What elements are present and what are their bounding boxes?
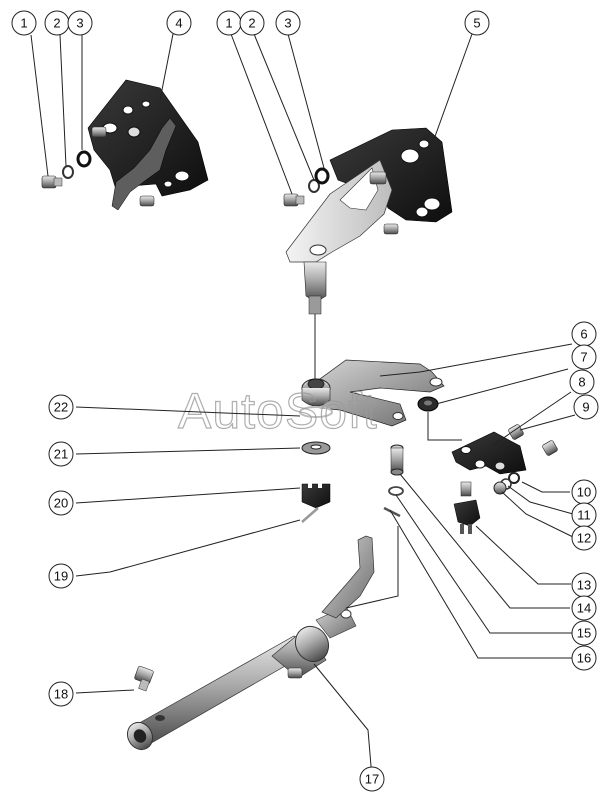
bracket-8 <box>451 431 527 475</box>
callout-circle <box>571 344 597 370</box>
callout-c15: 15 <box>571 620 597 646</box>
callout-number: 15 <box>577 626 591 641</box>
washer-10 <box>508 472 520 484</box>
callout-c13: 13 <box>571 572 597 598</box>
washer-3b <box>314 167 330 185</box>
callout-circle <box>571 645 597 671</box>
callout-circle <box>11 10 37 36</box>
callout-number: 5 <box>473 16 480 31</box>
bracket-4 <box>87 79 209 211</box>
callout-number: 20 <box>54 496 68 511</box>
callout-c1a: 1 <box>11 10 37 36</box>
callout-c2a: 2 <box>44 10 70 36</box>
washer-15 <box>388 486 404 496</box>
callout-c11: 11 <box>571 502 597 528</box>
callout-c2b: 2 <box>239 10 265 36</box>
callout-c4: 4 <box>166 10 192 36</box>
callout-number: 16 <box>577 651 591 666</box>
callout-number: 9 <box>582 400 589 415</box>
bolt-1b <box>283 193 305 207</box>
washer-7 <box>417 396 439 412</box>
callout-number: 14 <box>577 601 591 616</box>
watermark-text: AutoSoft <box>178 383 378 439</box>
callout-number: 21 <box>54 447 68 462</box>
callout-number: 18 <box>54 687 68 702</box>
bolt-9 <box>508 424 558 456</box>
callout-number: 7 <box>580 350 587 365</box>
callout-circle <box>48 681 74 707</box>
callout-circle <box>275 10 301 36</box>
callout-number: 4 <box>175 16 182 31</box>
callout-c16: 16 <box>571 645 597 671</box>
lever-6 <box>301 359 445 427</box>
washer-3a <box>76 150 92 168</box>
callout-number: 22 <box>54 400 68 415</box>
callout-c7: 7 <box>571 344 597 370</box>
callout-circle <box>239 10 265 36</box>
callout-circle <box>67 10 93 36</box>
callout-circle <box>48 490 74 516</box>
callout-c1b: 1 <box>216 10 242 36</box>
callout-circle <box>166 10 192 36</box>
callout-c9: 9 <box>573 394 599 420</box>
leader-lines <box>30 33 576 779</box>
switch-13 <box>453 481 481 534</box>
callout-c12: 12 <box>571 525 597 551</box>
callout-number: 3 <box>76 16 83 31</box>
callout-circle <box>571 525 597 551</box>
callout-number: 10 <box>577 485 591 500</box>
bracket-5 <box>285 127 453 315</box>
cotter-pin-19 <box>301 507 319 523</box>
cotter-pin-16 <box>383 506 401 518</box>
callout-c3a: 3 <box>67 10 93 36</box>
callout-number: 1 <box>20 16 27 31</box>
pin-14 <box>390 444 404 476</box>
castle-nut-20 <box>301 480 331 509</box>
callout-circle <box>48 441 74 467</box>
callout-number: 1 <box>225 16 232 31</box>
callout-number: 13 <box>577 578 591 593</box>
callout-circle <box>571 595 597 621</box>
callout-c10: 10 <box>571 479 597 505</box>
washer-22 <box>299 406 333 418</box>
callout-circle <box>48 394 74 420</box>
callout-number: 2 <box>248 16 255 31</box>
callout-c8: 8 <box>569 369 595 395</box>
nut-12 <box>493 481 507 495</box>
callout-circle <box>571 620 597 646</box>
callout-c5: 5 <box>464 10 490 36</box>
shaft-assembly-17 <box>126 535 375 751</box>
callout-c22: 22 <box>48 394 74 420</box>
washer-21 <box>301 441 331 455</box>
callout-circle <box>359 766 385 792</box>
callout-c3b: 3 <box>275 10 301 36</box>
callout-c14: 14 <box>571 595 597 621</box>
callout-c20: 20 <box>48 490 74 516</box>
callout-c19: 19 <box>48 563 74 589</box>
callout-number: 2 <box>53 16 60 31</box>
callout-number: 19 <box>54 569 68 584</box>
callout-c17: 17 <box>359 766 385 792</box>
callout-number: 12 <box>577 531 591 546</box>
callout-c18: 18 <box>48 681 74 707</box>
callout-circle <box>464 10 490 36</box>
callout-c21: 21 <box>48 441 74 467</box>
callout-circle <box>573 394 599 420</box>
callout-number: 6 <box>580 327 587 342</box>
callout-number: 17 <box>365 772 379 787</box>
callout-c6: 6 <box>571 321 597 347</box>
callout-circle <box>569 369 595 395</box>
washer-2a <box>62 165 74 179</box>
screw-18 <box>134 665 154 692</box>
callout-number: 11 <box>577 508 591 523</box>
callout-circle <box>48 563 74 589</box>
callout-number: 8 <box>578 375 585 390</box>
bolt-1a <box>41 175 63 189</box>
callout-number: 3 <box>284 16 291 31</box>
